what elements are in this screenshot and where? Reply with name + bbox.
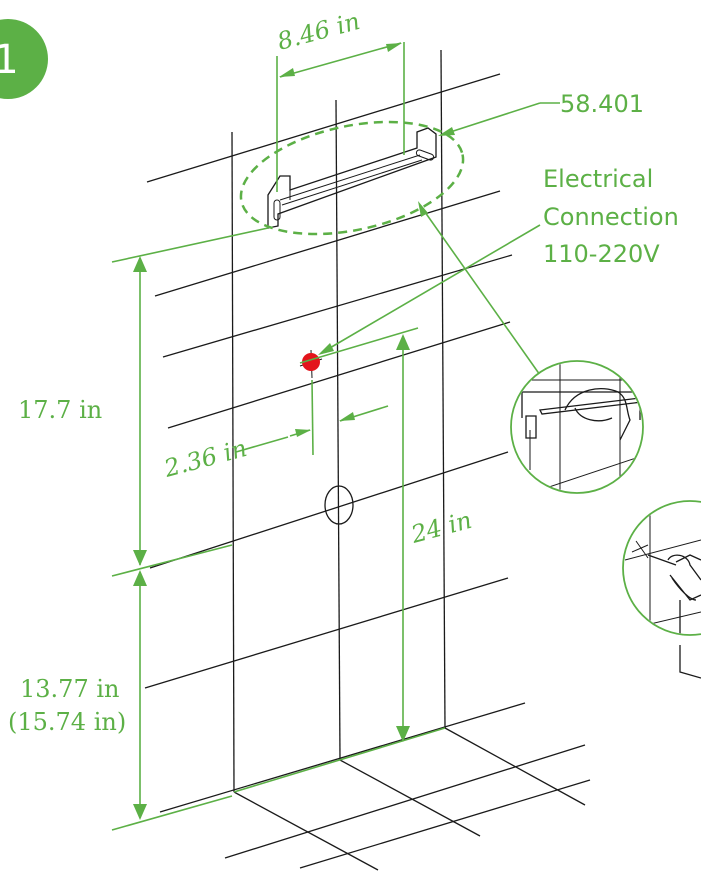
wall-vertical-line-right: [440, 49, 446, 729]
pipe-hole: [324, 485, 354, 525]
bracket-width-label: 8.46 in: [274, 7, 363, 56]
floor-line: [233, 791, 379, 871]
step-number: 1: [0, 37, 19, 83]
wall-vertical-line-center: [335, 99, 341, 761]
dimension-outlet-height: 24 in: [233, 327, 475, 793]
wall-course-line: [162, 254, 513, 358]
electrical-outlet-marker: [302, 353, 320, 371]
drill-icon: [622, 500, 701, 679]
electrical-callout: Electrical Connection 110-220V: [318, 165, 679, 355]
electrical-label-line1: Electrical: [543, 165, 653, 193]
floor-line: [299, 779, 591, 869]
wall-course-line: [167, 321, 511, 429]
base-height-alt-label: (15.74 in): [8, 708, 126, 736]
floor-line: [339, 759, 481, 837]
base-height-label: 13.77 in: [20, 675, 119, 703]
pencil-marking-icon: [510, 360, 644, 494]
floor-line: [224, 744, 586, 859]
dimension-bracket-height: 17.7 in: [18, 227, 269, 577]
bracket-height-label: 17.7 in: [18, 396, 102, 424]
dimension-bracket-width: 8.46 in: [274, 7, 405, 192]
wall-course-line: [144, 577, 509, 689]
part-number-label: 58.401: [560, 90, 644, 118]
electrical-label-line2: Connection: [543, 203, 679, 231]
mounting-bracket: [267, 127, 437, 229]
part-number-callout: 58.401: [438, 90, 644, 136]
step-badge: 1: [0, 19, 48, 99]
detail-leader: [419, 204, 541, 376]
outlet-offset-label: 2.36 in: [160, 434, 250, 483]
dimension-base-height: 13.77 in (15.74 in): [8, 570, 233, 831]
wall-course-line: [154, 190, 501, 297]
wall-course-line: [146, 73, 501, 183]
electrical-label-line3: 110-220V: [543, 240, 660, 268]
wall-floor-line: [159, 702, 526, 813]
wall-course-line: [149, 451, 509, 569]
wall-grid: [144, 49, 591, 871]
wall-vertical-line-left: [231, 131, 235, 793]
bracket-highlight: [239, 120, 465, 236]
outlet-height-label: 24 in: [407, 506, 474, 549]
